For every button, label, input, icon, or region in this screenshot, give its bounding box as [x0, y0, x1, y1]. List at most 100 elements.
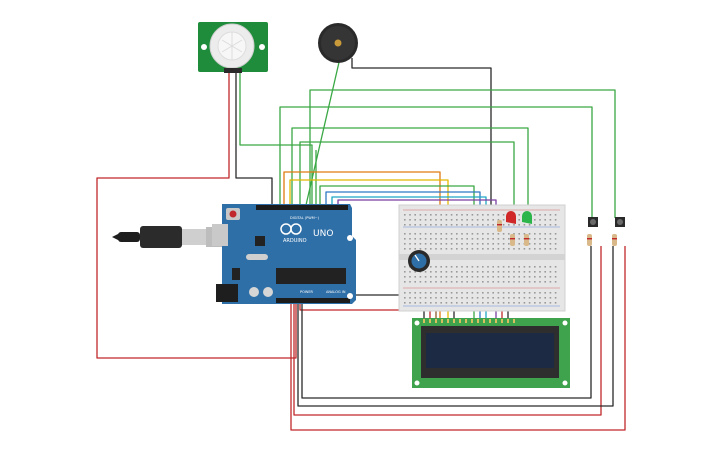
breadboard-hole	[482, 281, 484, 283]
breadboard-hole	[409, 238, 411, 240]
breadboard-hole	[471, 214, 474, 216]
breadboard-hole	[445, 292, 448, 294]
led-green[interactable]	[522, 211, 532, 224]
breadboard-hole	[523, 276, 526, 278]
breadboard-hole	[450, 292, 453, 294]
breadboard-hole	[471, 224, 474, 226]
breadboard-hole	[518, 292, 520, 294]
wire-bottom-red-2[interactable]	[290, 246, 626, 431]
breadboard-hole	[497, 233, 500, 235]
wire-bottom-black-2[interactable]	[297, 246, 614, 407]
breadboard-hole	[461, 292, 463, 294]
breadboard-hole	[450, 281, 453, 283]
wire-pir-gnd-black[interactable]	[235, 72, 273, 205]
breadboard-hole	[539, 302, 541, 304]
breadboard-hole	[461, 271, 463, 273]
breadboard-hole	[440, 297, 442, 299]
breadboard-hole	[466, 281, 468, 283]
breadboard-hole	[404, 281, 406, 283]
wire-buzzer-signal-green[interactable]	[305, 57, 341, 206]
breadboard-hole	[440, 238, 442, 240]
breadboard-hole	[414, 219, 416, 221]
breadboard-hole	[554, 292, 557, 294]
potentiometer-icon[interactable]	[408, 250, 430, 272]
pir-sensor-icon[interactable]	[198, 22, 268, 73]
breadboard-hole	[409, 214, 411, 216]
breadboard-hole	[549, 224, 552, 226]
breadboard-hole	[476, 266, 479, 268]
breadboard-hole	[430, 276, 432, 278]
breadboard-hole	[445, 233, 448, 235]
breadboard-hole	[430, 214, 432, 216]
led-icon[interactable]	[506, 211, 532, 224]
breadboard-hole	[450, 233, 453, 235]
breadboard-hole	[430, 248, 432, 250]
breadboard-hole	[476, 281, 479, 283]
breadboard-hole	[487, 302, 489, 304]
wire-bottom-black-1[interactable]	[301, 246, 592, 399]
wire-led-red-green[interactable]	[299, 141, 515, 218]
breadboard-hole	[404, 233, 406, 235]
breadboard-hole	[440, 248, 442, 250]
pushbutton-icon[interactable]	[588, 217, 625, 227]
breadboard-hole	[528, 297, 531, 299]
breadboard-hole	[518, 297, 520, 299]
buzzer-icon[interactable]	[318, 23, 358, 63]
lcd-pin	[471, 319, 473, 323]
breadboard-hole	[471, 281, 474, 283]
wire-led-green[interactable]	[291, 127, 529, 218]
breadboard-hole	[461, 266, 463, 268]
breadboard-hole	[549, 292, 552, 294]
microcontroller-chip	[276, 268, 346, 284]
wire-buzzer-gnd-black[interactable]	[351, 58, 492, 210]
breadboard-hole	[450, 302, 453, 304]
breadboard-hole	[518, 276, 520, 278]
arduino-board-icon[interactable]: ARDUINO UNO DIGITAL (PWM~) POWER ANALOG …	[212, 204, 356, 304]
breadboard-hole	[549, 271, 552, 273]
breadboard-hole	[456, 292, 458, 294]
breadboard-hole	[492, 297, 494, 299]
breadboard-hole	[502, 292, 505, 294]
wire-bottom-red-1[interactable]	[293, 246, 602, 416]
breadboard-hole	[508, 233, 510, 235]
breadboard-hole	[430, 219, 432, 221]
breadboard-hole	[424, 276, 427, 278]
breadboard-hole	[430, 266, 432, 268]
lcd-icon[interactable]	[412, 318, 570, 388]
arduino-model-label: UNO	[313, 229, 333, 239]
breadboard-hole	[440, 219, 442, 221]
wire-pir-vcc-red[interactable]	[96, 72, 297, 359]
breadboard-hole	[539, 233, 541, 235]
wire-button2-green[interactable]	[309, 89, 616, 218]
lcd-pin	[513, 319, 515, 323]
breadboard-hole	[445, 214, 448, 216]
breadboard-hole	[508, 243, 510, 245]
wire-pir-signal-green[interactable]	[239, 72, 313, 205]
breadboard-hole	[450, 271, 453, 273]
breadboard-hole	[419, 292, 422, 294]
breadboard-hole	[544, 233, 546, 235]
breadboard-hole	[476, 248, 479, 250]
breadboard-hole	[497, 302, 500, 304]
breadboard-hole	[476, 276, 479, 278]
breadboard-hole	[471, 276, 474, 278]
breadboard-hole	[414, 243, 416, 245]
breadboard-hole	[534, 224, 536, 226]
breadboard-hole	[487, 271, 489, 273]
breadboard-hole	[471, 271, 474, 273]
breadboard-hole	[450, 248, 453, 250]
breadboard-hole	[456, 266, 458, 268]
breadboard-hole	[528, 266, 531, 268]
power-pins-label: POWER	[300, 290, 314, 294]
breadboard-hole	[461, 297, 463, 299]
breadboard-hole	[466, 214, 468, 216]
breadboard-hole	[487, 248, 489, 250]
analog-pins-label: ANALOG IN	[326, 290, 346, 294]
breadboard-hole	[513, 281, 515, 283]
wire-button1-green[interactable]	[279, 106, 593, 218]
led-red[interactable]	[506, 211, 516, 224]
breadboard-hole	[409, 233, 411, 235]
breadboard-hole	[554, 302, 557, 304]
breadboard-hole	[549, 276, 552, 278]
